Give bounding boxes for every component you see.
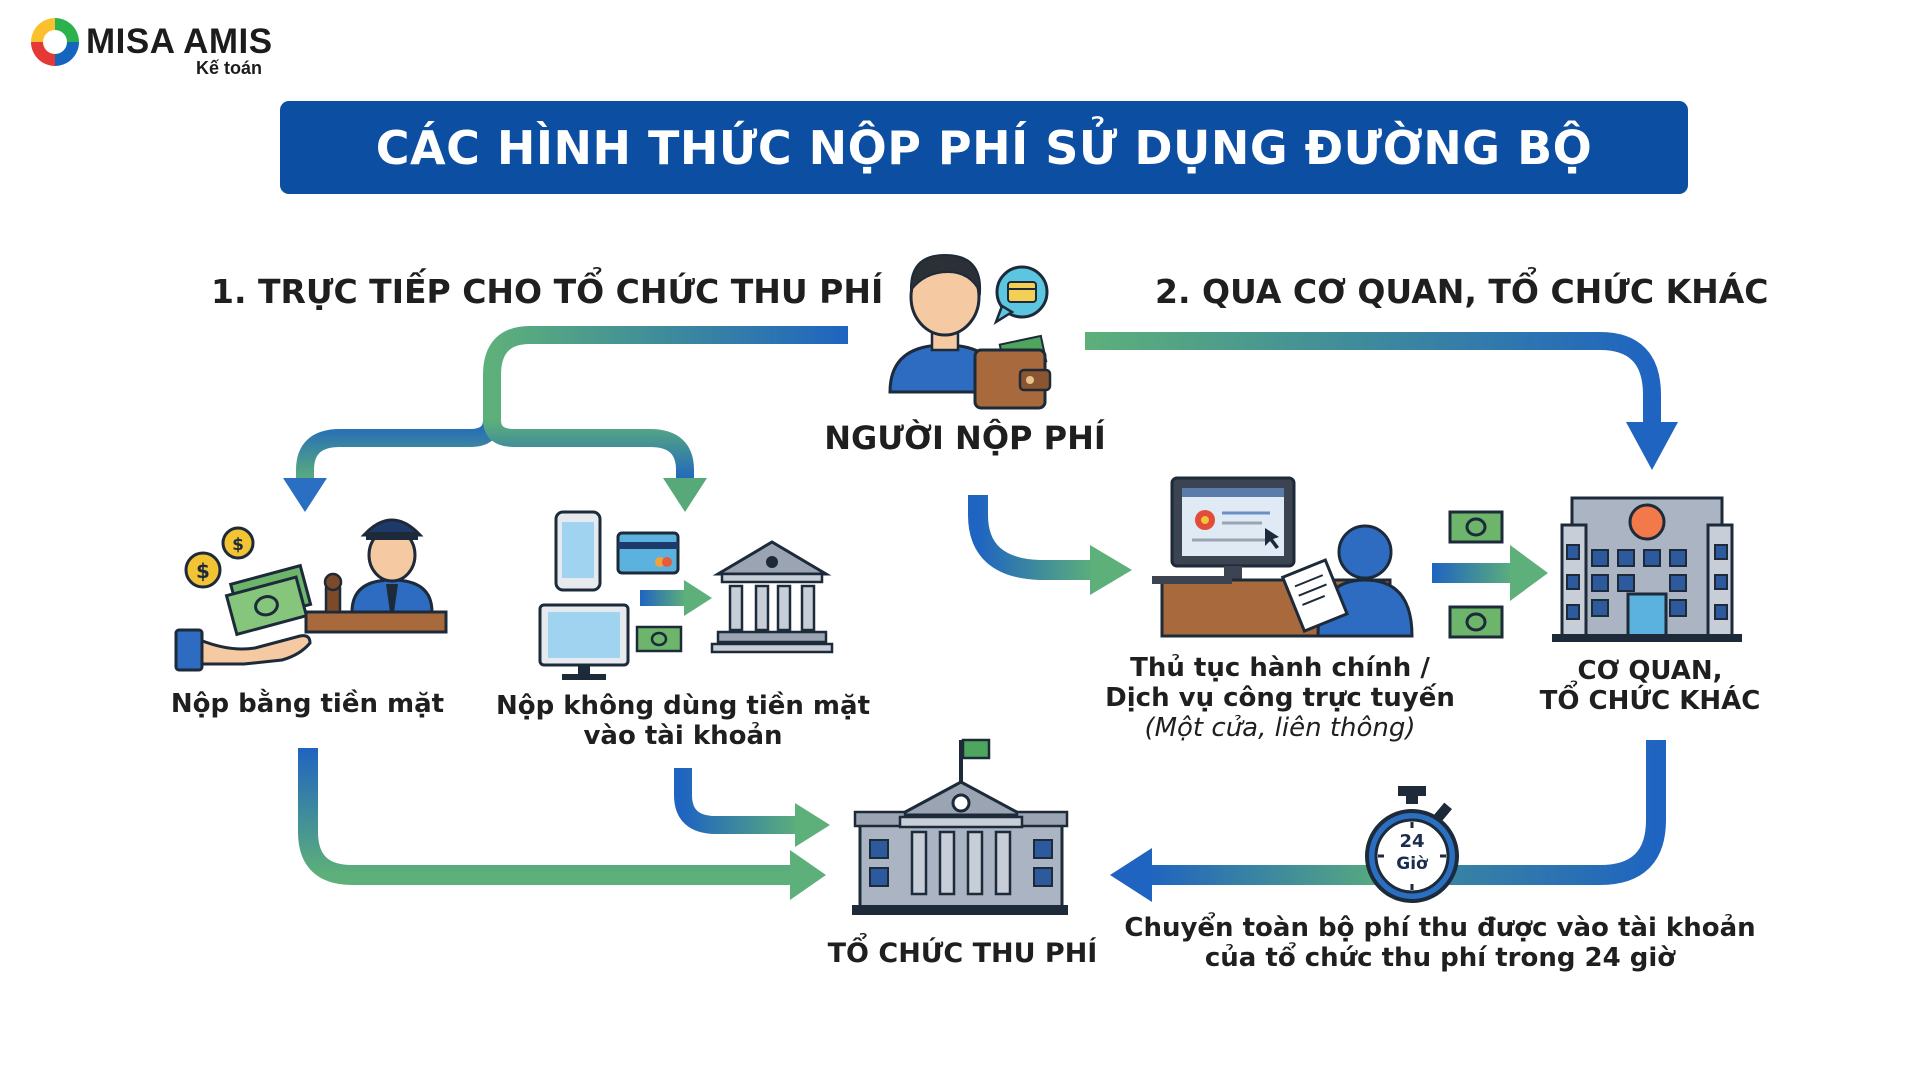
- arrow-to-agency: [1085, 332, 1661, 425]
- officer-icon: [304, 518, 448, 634]
- brand-name: MISA AMIS: [86, 22, 273, 61]
- noncash-line1: Nộp không dùng tiền mặt: [495, 691, 871, 721]
- arrow-head-to-collector: [1110, 848, 1152, 902]
- payer-label: NGƯỜI NỘP PHÍ: [824, 419, 1106, 457]
- small-cash-icon: [635, 625, 683, 653]
- arrow-head-procedure-to-agency: [1510, 545, 1548, 601]
- arrow-head-to-agency: [1626, 422, 1678, 470]
- procedure-line3: (Một cửa, liên thông): [1144, 712, 1416, 743]
- chat-card-icon: [993, 265, 1049, 326]
- transfer-arrow-icon: [640, 580, 712, 616]
- monitor-icon: [538, 603, 630, 680]
- clock-hours: 24: [1399, 831, 1425, 852]
- payer-person-icon: [888, 253, 1002, 394]
- svg-text:$: $: [196, 559, 210, 583]
- transfer-label: Chuyển toàn bộ phí thu được vào tài khoả…: [1120, 913, 1760, 974]
- arrow-head-to-cash: [283, 478, 327, 512]
- transfer-line1: Chuyển toàn bộ phí thu được vào tài khoả…: [1124, 913, 1756, 943]
- collector-label: TỔ CHỨC THU PHÍ: [827, 938, 1098, 969]
- wallet-icon: [973, 334, 1052, 410]
- banknotes-icon: [224, 563, 313, 637]
- coins-icon: $ $: [184, 526, 255, 589]
- procedure-label: Thủ tục hành chính / Dịch vụ công trực t…: [1100, 653, 1460, 744]
- arrow-split-direct: [296, 326, 848, 482]
- heading-direct: 1. TRỰC TIẾP CHO TỔ CHỨC THU PHÍ: [211, 272, 884, 311]
- transfer-line2: của tổ chức thu phí trong 24 giờ: [1204, 942, 1676, 973]
- cash-above-icon: [1448, 510, 1504, 544]
- cash-label: Nộp bằng tiền mặt: [170, 689, 445, 719]
- credit-card-icon: [616, 531, 680, 575]
- clock-unit: Giờ: [1396, 854, 1428, 874]
- noncash-label: Nộp không dùng tiền mặt vào tài khoản: [488, 691, 878, 752]
- arrow-head-cash-to-collector: [790, 850, 826, 900]
- agency-building-icon: [1552, 496, 1742, 642]
- agency-label: CƠ QUAN, TỔ CHỨC KHÁC: [1530, 656, 1770, 717]
- heading-indirect: 2. QUA CƠ QUAN, TỔ CHỨC KHÁC: [1155, 272, 1769, 311]
- page-title: CÁC HÌNH THỨC NỘP PHÍ SỬ DỤNG ĐƯỜNG BỘ: [375, 120, 1593, 175]
- cash-below-icon: [1448, 605, 1504, 639]
- arrow-cash-to-collector: [298, 748, 795, 885]
- arrow-head-to-noncash: [663, 478, 707, 512]
- clerk-person-icon: [1280, 524, 1414, 638]
- procedure-line2: Dịch vụ công trực tuyến: [1105, 682, 1455, 713]
- arrow-head-to-procedure: [1090, 545, 1132, 595]
- arrow-procedure-to-agency: [1432, 563, 1514, 583]
- procedure-line1: Thủ tục hành chính /: [1130, 653, 1430, 683]
- arrow-to-procedure: [968, 495, 1095, 580]
- title-banner: CÁC HÌNH THỨC NỘP PHÍ SỬ DỤNG ĐƯỜNG BỘ: [280, 101, 1688, 194]
- arrow-agency-to-collector: [1150, 740, 1666, 885]
- bank-icon: [710, 540, 834, 654]
- brand-subtitle: Kế toán: [196, 58, 263, 78]
- collector-building-icon: [852, 738, 1069, 915]
- svg-text:$: $: [232, 535, 244, 555]
- arrow-noncash-to-collector: [674, 768, 800, 834]
- arrow-head-noncash-to-collector: [795, 803, 830, 847]
- stopwatch-icon: [1365, 786, 1459, 903]
- agency-line1: CƠ QUAN,: [1577, 656, 1723, 686]
- phone-icon: [554, 510, 602, 592]
- noncash-line2: vào tài khoản: [583, 720, 783, 751]
- hand-icon: [174, 628, 312, 672]
- agency-line2: TỔ CHỨC KHÁC: [1539, 685, 1761, 716]
- misa-logo-icon: [31, 18, 79, 66]
